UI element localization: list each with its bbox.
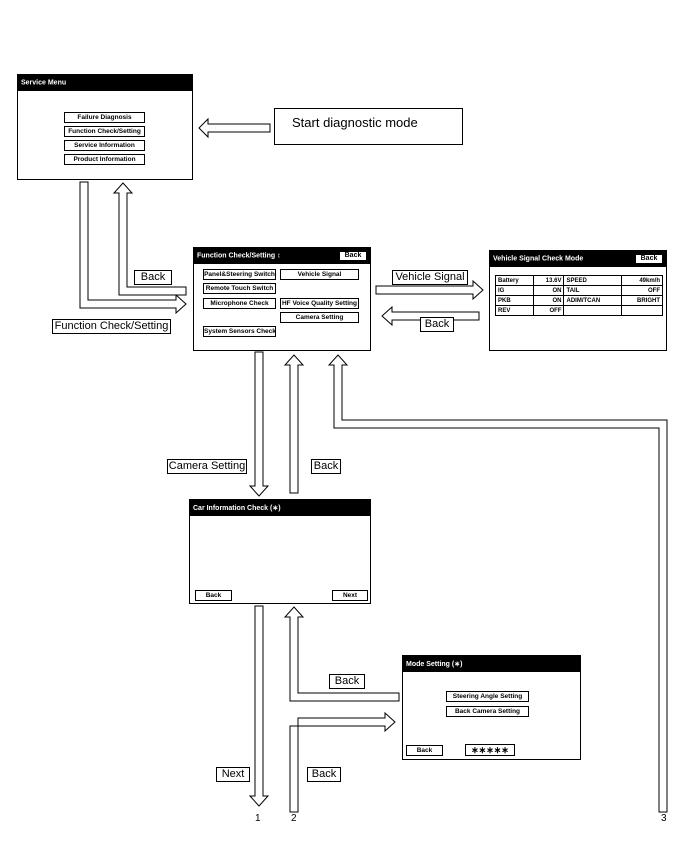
vehicle-signal-button[interactable]: Vehicle Signal (280, 269, 359, 280)
function-check-setting-button[interactable]: Function Check/Setting (64, 126, 145, 137)
camera-setting-button[interactable]: Camera Setting (280, 312, 359, 323)
service-menu-titlebar: Service Menu (18, 75, 192, 91)
exit-number-1: 1 (255, 813, 261, 824)
mode-setting-screen: Mode Setting (∗) Steering Angle Setting … (402, 655, 581, 760)
signal-name: IG (495, 285, 534, 296)
system-sensors-check-button[interactable]: System Sensors Check (203, 326, 276, 337)
arrow-camera-setting (248, 351, 270, 497)
signal-name: SPEED (563, 275, 622, 286)
car-info-titlebar: Car Information Check (∗) (190, 500, 370, 516)
arrow-next-exit-1 (248, 605, 270, 807)
next-label: Next (216, 767, 250, 782)
arrow-back-exit-2-to-mode (289, 711, 396, 813)
table-row: PKB ON ADIM/TCAN BRIGHT (495, 295, 664, 306)
signal-value: OFF (620, 285, 664, 296)
mode-setting-code-field: ∗∗∗∗∗ (465, 744, 515, 756)
signal-value (620, 305, 664, 316)
table-row: REV OFF (495, 305, 664, 316)
function-check-back-button[interactable]: Back (339, 251, 367, 261)
arrow-start-to-service-menu (198, 117, 271, 139)
signal-name (563, 305, 622, 316)
signal-name: TAIL (563, 285, 622, 296)
vehicle-signal-screen: Vehicle Signal Check Mode Back Battery 1… (489, 250, 667, 351)
signal-name: ADIM/TCAN (563, 295, 622, 306)
microphone-check-button[interactable]: Microphone Check (203, 298, 276, 309)
function-check-title: Function Check/Setting (197, 252, 276, 260)
mode-setting-titlebar: Mode Setting (∗) (403, 656, 580, 672)
car-info-next-button[interactable]: Next (332, 590, 368, 601)
table-row: Battery 13.6V SPEED 49km/h (495, 275, 664, 286)
panel-steering-switch-button[interactable]: Panel&Steering Switch (203, 269, 276, 280)
arrow-function-check-setting (79, 181, 187, 315)
hf-voice-quality-setting-button[interactable]: HF Voice Quality Setting (280, 298, 359, 309)
signal-value: ON (532, 295, 565, 306)
back-label-to-car-info: Back (329, 674, 365, 689)
service-menu-screen: Service Menu Failure Diagnosis Function … (17, 74, 193, 180)
back-label-to-service-menu: Back (134, 270, 172, 285)
function-check-setting-label: Function Check/Setting (52, 319, 171, 334)
back-label-exit-2: Back (307, 767, 341, 782)
exit-number-3: 3 (661, 813, 667, 824)
signal-value: ON (532, 285, 565, 296)
signal-value: 49km/h (620, 275, 664, 286)
exit-number-2: 2 (291, 813, 297, 824)
product-information-button[interactable]: Product Information (64, 154, 145, 165)
service-information-button[interactable]: Service Information (64, 140, 145, 151)
arrow-vehicle-signal (375, 279, 484, 301)
function-check-titlebar: Function Check/Setting ↕ Back (194, 248, 370, 264)
signal-value: OFF (532, 305, 565, 316)
table-row: IG ON TAIL OFF (495, 285, 664, 296)
mode-setting-title: Mode Setting (∗) (406, 661, 463, 668)
steering-angle-setting-button[interactable]: Steering Angle Setting (446, 691, 529, 702)
signal-value: BRIGHT (620, 295, 664, 306)
back-camera-setting-button[interactable]: Back Camera Setting (446, 706, 529, 717)
vehicle-signal-titlebar: Vehicle Signal Check Mode Back (490, 251, 666, 267)
signal-name: PKB (495, 295, 534, 306)
car-info-title: Car Information Check (∗) (193, 505, 281, 512)
vehicle-signal-title: Vehicle Signal Check Mode (493, 255, 584, 263)
arrow-from-exit-3 (327, 354, 668, 813)
vehicle-signal-label: Vehicle Signal (392, 270, 468, 285)
car-info-screen: Car Information Check (∗) Back Next (189, 499, 371, 604)
signal-name: REV (495, 305, 534, 316)
scroll-arrows-icon: ↕ (277, 252, 281, 260)
service-menu-title: Service Menu (21, 79, 67, 87)
camera-setting-label: Camera Setting (167, 459, 247, 474)
back-label-to-function-check: Back (311, 459, 341, 474)
start-diagnostic-callout: Start diagnostic mode (274, 108, 463, 145)
vehicle-signal-table: Battery 13.6V SPEED 49km/h IG ON TAIL OF… (495, 275, 664, 316)
back-label-from-vehicle-signal: Back (420, 317, 454, 332)
signal-value: 13.6V (532, 275, 565, 286)
signal-name: Battery (495, 275, 534, 286)
arrow-back-to-service-menu (112, 182, 187, 296)
arrow-back-from-vehicle-signal (381, 305, 480, 327)
arrow-back-to-function-check (283, 354, 305, 494)
vehicle-signal-back-button[interactable]: Back (635, 254, 663, 264)
function-check-screen: Function Check/Setting ↕ Back Panel&Stee… (193, 247, 371, 351)
failure-diagnosis-button[interactable]: Failure Diagnosis (64, 112, 145, 123)
remote-touch-switch-button[interactable]: Remote Touch Switch (203, 283, 276, 294)
arrow-back-to-car-info (283, 606, 400, 702)
mode-setting-back-button[interactable]: Back (406, 745, 443, 756)
car-info-back-button[interactable]: Back (195, 590, 232, 601)
